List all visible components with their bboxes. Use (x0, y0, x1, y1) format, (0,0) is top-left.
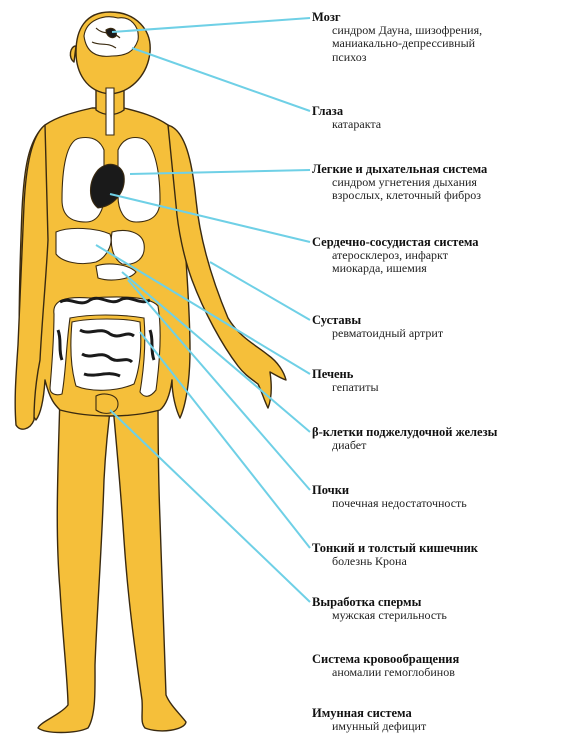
label-desc: катаракта (312, 118, 562, 131)
leader-intestine (140, 332, 310, 548)
label-brain: Мозг синдром Дауна, шизофрения, маниакал… (312, 10, 562, 64)
right-leg (112, 395, 186, 731)
label-title: Тонкий и толстый кишечник (312, 541, 562, 555)
label-joints: Суставы ревматоидный артрит (312, 313, 562, 340)
label-kidneys: Почки почечная недостаточность (312, 483, 562, 510)
label-desc: диабет (312, 439, 562, 452)
label-circulation: Система кровообращения аномалии гемоглоб… (312, 652, 562, 679)
label-immune: Имунная система имунный дефицит (312, 706, 562, 733)
label-title: Почки (312, 483, 562, 497)
label-desc: психоз (312, 51, 562, 64)
leader-eyes (132, 48, 310, 111)
label-pancreas: β-клетки поджелудочной железы диабет (312, 425, 562, 452)
label-desc: атеросклероз, инфаркт (312, 249, 562, 262)
label-desc: синдром угнетения дыхания (312, 176, 562, 189)
label-desc: ревматоидный артрит (312, 327, 562, 340)
label-desc: мужская стерильность (312, 609, 562, 622)
label-desc: синдром Дауна, шизофрения, (312, 24, 562, 37)
label-title: Мозг (312, 10, 562, 24)
label-title: Сердечно-сосудистая система (312, 235, 562, 249)
label-sperm: Выработка спермы мужская стерильность (312, 595, 562, 622)
trachea (106, 88, 114, 135)
label-title: Легкие и дыхательная система (312, 162, 562, 176)
label-title: Система кровообращения (312, 652, 562, 666)
label-title: Печень (312, 367, 562, 381)
testes (96, 394, 118, 413)
ear (70, 46, 76, 62)
label-title: β-клетки поджелудочной железы (312, 425, 562, 439)
label-liver: Печень гепатиты (312, 367, 562, 394)
label-cardio: Сердечно-сосудистая система атеросклероз… (312, 235, 562, 276)
label-desc: имунный дефицит (312, 720, 562, 733)
label-lungs: Легкие и дыхательная система синдром угн… (312, 162, 562, 203)
label-title: Глаза (312, 104, 562, 118)
label-desc: болезнь Крона (312, 555, 562, 568)
label-desc: гепатиты (312, 381, 562, 394)
label-desc: почечная недостаточность (312, 497, 562, 510)
label-intestine: Тонкий и толстый кишечник болезнь Крона (312, 541, 562, 568)
label-desc: взрослых, клеточный фиброз (312, 189, 562, 202)
left-leg (38, 395, 112, 733)
label-desc: миокарда, ишемия (312, 262, 562, 275)
label-title: Выработка спермы (312, 595, 562, 609)
label-eyes: Глаза катаракта (312, 104, 562, 131)
liver (56, 228, 111, 263)
label-title: Имунная система (312, 706, 562, 720)
label-desc: маниакально-депрессивный (312, 37, 562, 50)
label-desc: аномалии гемоглобинов (312, 666, 562, 679)
label-title: Суставы (312, 313, 562, 327)
stomach (111, 231, 144, 265)
